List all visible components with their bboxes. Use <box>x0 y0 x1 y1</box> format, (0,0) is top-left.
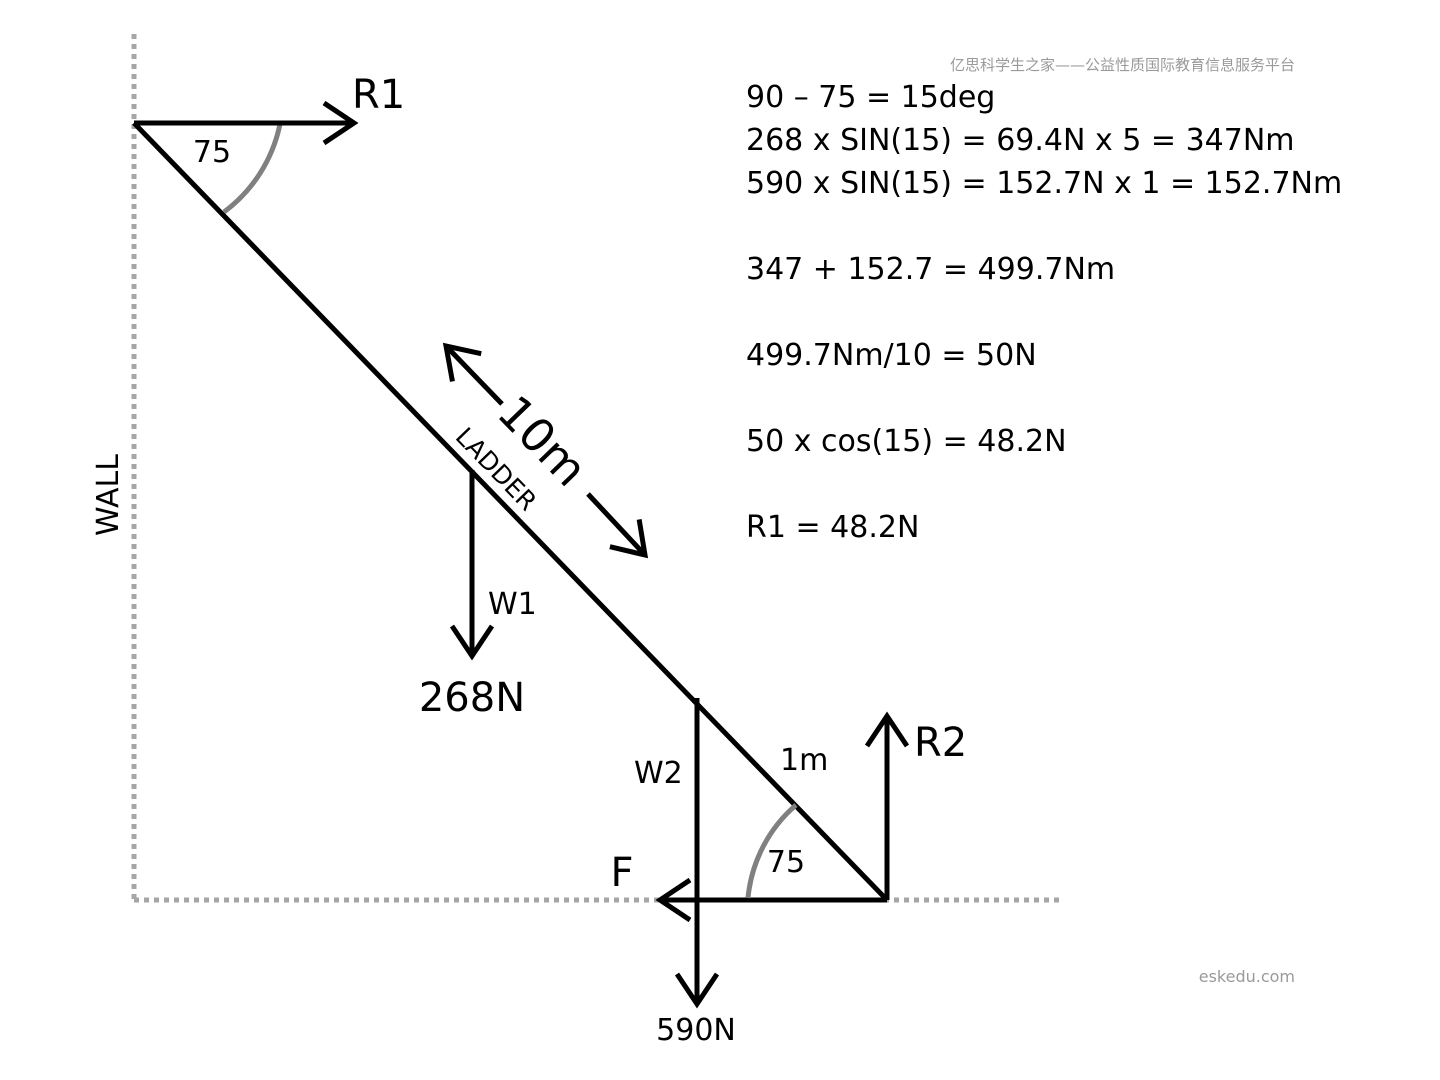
w2-value: 590N <box>656 1013 736 1048</box>
calc-line: 347 + 152.7 = 499.7Nm <box>746 252 1116 287</box>
friction-label: F <box>610 850 633 896</box>
calc-line: 50 x cos(15) = 48.2N <box>746 424 1067 459</box>
calc-spacer <box>746 463 1342 506</box>
calc-spacer <box>746 205 1342 248</box>
length-arrow-upper <box>442 342 504 406</box>
calc-spacer <box>746 291 1342 334</box>
calculation-steps: 90 – 75 = 15deg 268 x SIN(15) = 69.4N x … <box>746 76 1342 549</box>
ladder-line <box>132 121 889 902</box>
w1-label: W1 <box>488 587 537 622</box>
length-arrow-lower <box>586 492 649 559</box>
wall-label: WALL <box>91 454 126 536</box>
calc-spacer <box>746 377 1342 420</box>
r2-label: R2 <box>914 720 967 766</box>
top-angle-label: 75 <box>193 135 231 170</box>
watermark-top: 亿思科学生之家——公益性质国际教育信息服务平台 <box>950 56 1295 74</box>
top-angle-arc <box>222 123 283 215</box>
calc-line: R1 = 48.2N <box>746 510 920 545</box>
calc-line: 499.7Nm/10 = 50N <box>746 338 1037 373</box>
w2-label: W2 <box>634 756 683 791</box>
w2-distance-label: 1m <box>780 743 828 778</box>
w1-value: 268N <box>419 675 525 721</box>
bottom-angle-label: 75 <box>767 845 805 880</box>
watermark-bottom: eskedu.com <box>1199 967 1295 986</box>
calc-line: 90 – 75 = 15deg <box>746 80 996 115</box>
calc-line: 268 x SIN(15) = 69.4N x 5 = 347Nm <box>746 123 1295 158</box>
bottom-angle-arc <box>745 803 798 899</box>
r1-label: R1 <box>352 72 405 118</box>
calc-line: 590 x SIN(15) = 152.7N x 1 = 152.7Nm <box>746 166 1343 201</box>
